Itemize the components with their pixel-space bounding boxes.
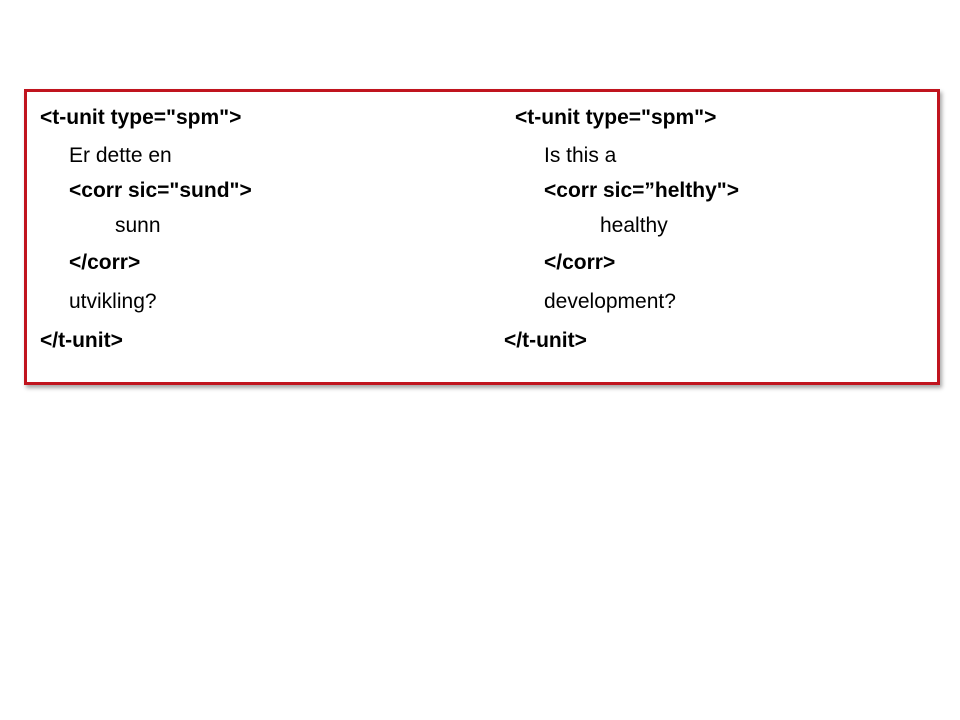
corrected-word: sunn	[115, 214, 161, 237]
t-unit-close-tag: </t-unit>	[504, 329, 587, 352]
corr-close-tag: </corr>	[69, 251, 141, 274]
norwegian-column: <t-unit type="spm"> Er dette en <corr si…	[27, 92, 497, 382]
corr-open-tag: <corr sic="sund">	[69, 179, 252, 202]
corrected-word: healthy	[600, 214, 668, 237]
t-unit-open-tag: <t-unit type="spm">	[40, 106, 242, 129]
sentence-end: utvikling?	[69, 290, 157, 313]
sentence-start: Is this a	[544, 144, 617, 167]
t-unit-close-tag: </t-unit>	[40, 329, 123, 352]
xml-comparison-frame: <t-unit type="spm"> Er dette en <corr si…	[24, 89, 940, 385]
t-unit-open-tag: <t-unit type="spm">	[515, 106, 717, 129]
sentence-end: development?	[544, 290, 676, 313]
sentence-start: Er dette en	[69, 144, 172, 167]
corr-close-tag: </corr>	[544, 251, 616, 274]
english-column: <t-unit type="spm"> Is this a <corr sic=…	[502, 92, 934, 382]
corr-open-tag: <corr sic=”helthy">	[544, 179, 739, 202]
